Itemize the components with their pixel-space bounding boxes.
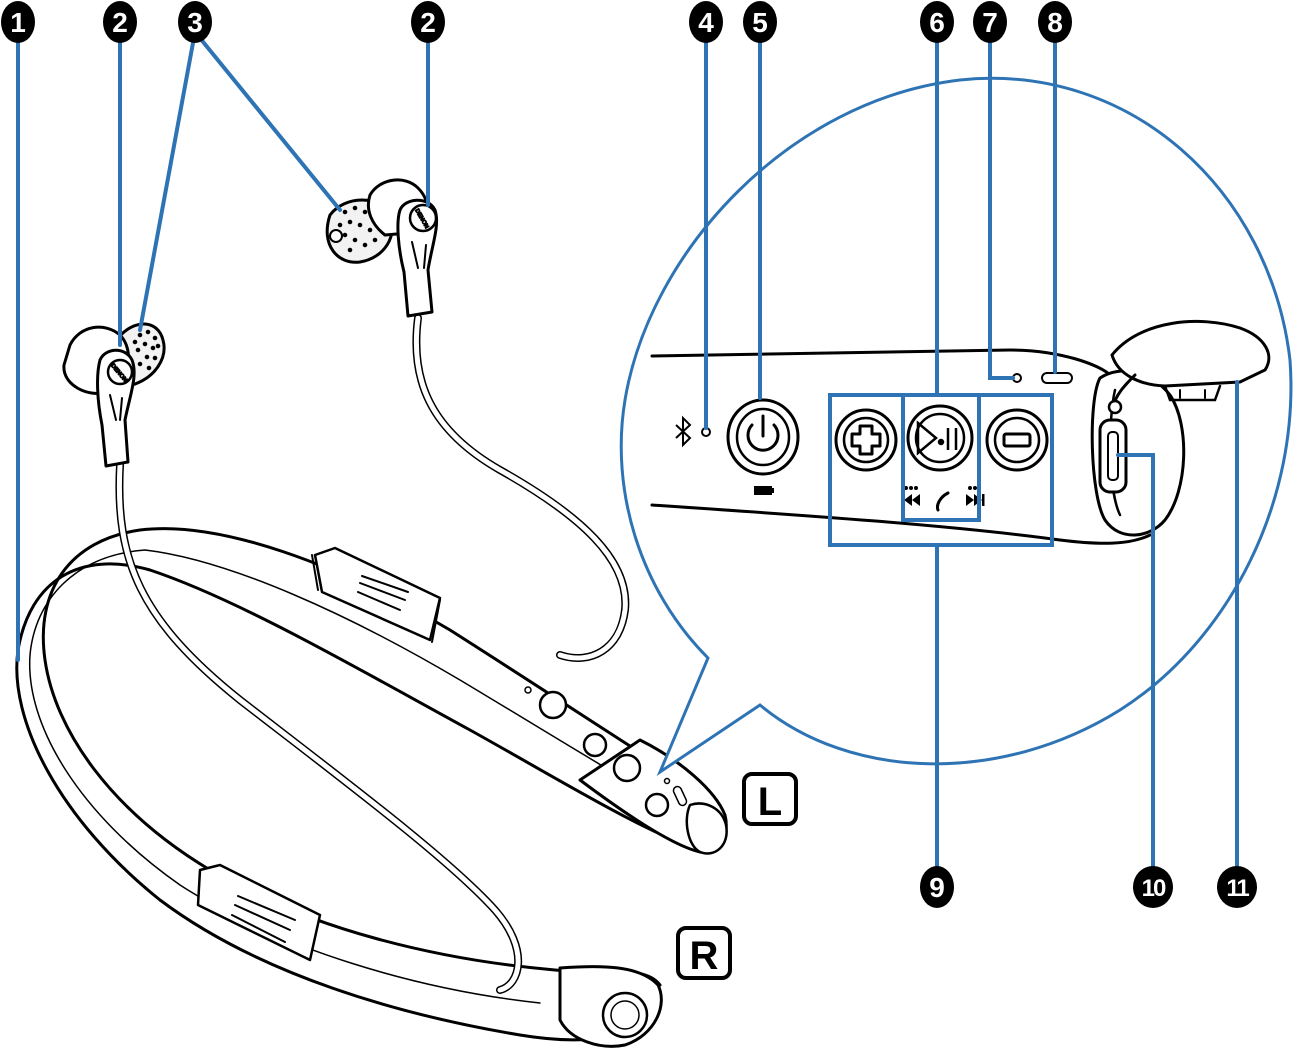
leader-lines: [16, 30, 1239, 877]
callout-7: 7: [973, 1, 1007, 43]
callout-11: 11: [1217, 866, 1257, 908]
earphone-left: DENON: [62, 322, 166, 468]
callout-2-right: 2: [411, 1, 445, 43]
svg-text:R: R: [690, 934, 719, 978]
svg-text:2: 2: [420, 7, 436, 38]
play-pause-icon: [916, 420, 958, 456]
callout-6: 6: [920, 1, 954, 43]
svg-text:11: 11: [1226, 875, 1249, 902]
plus-icon: [850, 424, 882, 456]
svg-text:7: 7: [982, 7, 998, 38]
battery-icon: [754, 486, 774, 495]
svg-text:9: 9: [929, 872, 945, 903]
magnified-inset: [619, 76, 1293, 777]
earphone-right: DENON: [325, 178, 439, 318]
minus-icon: [1002, 432, 1032, 448]
callout-9: 9: [920, 866, 954, 908]
housing-top-edge: [650, 348, 1112, 377]
neckband-minus-button: [644, 792, 670, 818]
svg-text:2: 2: [112, 7, 128, 38]
phone-icon: [936, 491, 950, 512]
svg-text:6: 6: [929, 7, 945, 38]
bluetooth-icon: [675, 415, 692, 448]
callout-4: 4: [689, 1, 723, 43]
svg-text:1: 1: [10, 7, 26, 38]
neckband-play-button: [612, 753, 642, 783]
callout-badges: 1 2 3 2 4 5 6 7: [1, 1, 1257, 908]
callout-8: 8: [1038, 1, 1072, 43]
svg-text:4: 4: [698, 7, 714, 38]
port-cover: [1110, 319, 1271, 388]
play-button-frame: [901, 393, 981, 522]
callout-5: 5: [743, 1, 777, 43]
callout-3: 3: [178, 1, 212, 43]
play-pause-button: [906, 404, 974, 472]
earphone-cables: [115, 314, 630, 994]
housing-bottom-edge: [650, 503, 1152, 545]
microphone: [1041, 372, 1073, 384]
svg-text:10: 10: [1142, 875, 1166, 902]
neckband-power-button: [538, 690, 568, 720]
ear-tip-texture-left: [132, 329, 161, 371]
neckband: [15, 527, 728, 1048]
svg-text:3: 3: [187, 7, 203, 38]
svg-text:8: 8: [1047, 7, 1063, 38]
callout-10: 10: [1133, 866, 1173, 908]
svg-text:5: 5: [752, 7, 768, 38]
neckband-plus-button: [582, 732, 608, 758]
power-icon: [746, 414, 780, 452]
callout-2-left: 2: [103, 1, 137, 43]
side-label-left: L: [742, 772, 798, 826]
svg-text:L: L: [758, 780, 782, 824]
side-label-right: R: [676, 926, 732, 980]
callout-1: 1: [1, 1, 35, 43]
